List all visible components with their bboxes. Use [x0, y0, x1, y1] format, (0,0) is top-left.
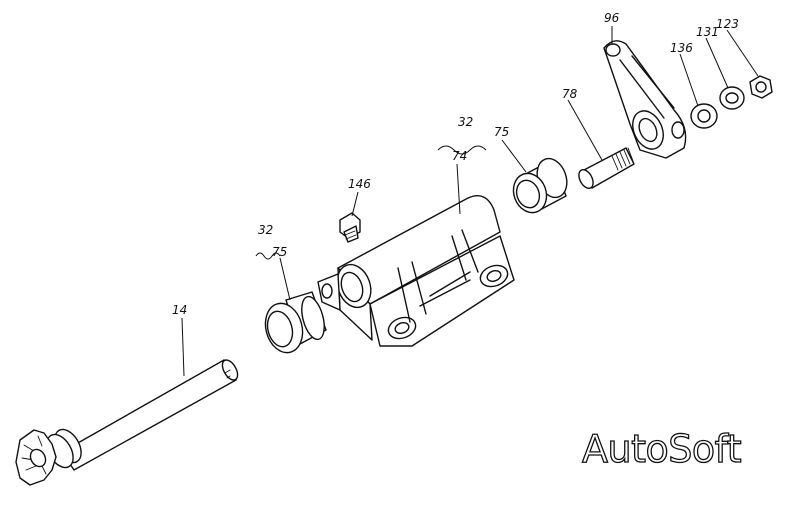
- label-washer-136: 136: [670, 41, 693, 55]
- leader-lines: [181, 26, 759, 377]
- label-pin: 78: [562, 87, 578, 101]
- label-shaft: 14: [172, 303, 187, 317]
- label-lever: 96: [604, 11, 620, 25]
- autosoft-watermark: AutoSoft: [582, 427, 741, 471]
- label-grease-fitting: 146: [348, 177, 371, 191]
- label-nut: 123: [716, 17, 739, 31]
- washer-131-part: [719, 86, 745, 110]
- right-bushing-part: [512, 157, 568, 214]
- grease-fitting-part: [339, 212, 361, 243]
- label-bracket: 74: [452, 149, 467, 163]
- label-group-right: 32: [458, 115, 473, 129]
- callout-labels: 14 75 32 146 74 32 75 78 96 136 131 123: [172, 11, 739, 317]
- left-bushing-part: [264, 291, 327, 354]
- nut-123-part: [749, 75, 773, 99]
- pin-part: [578, 147, 635, 189]
- washer-136-part: [690, 103, 718, 129]
- shaft-part: [15, 359, 239, 486]
- lever-part: [603, 40, 687, 159]
- label-bushing-left: 75: [272, 245, 287, 259]
- label-group-left: 32: [258, 223, 273, 237]
- label-washer-131: 131: [696, 25, 719, 39]
- label-bushing-right: 75: [494, 125, 509, 139]
- bracket-body-part: [317, 195, 515, 347]
